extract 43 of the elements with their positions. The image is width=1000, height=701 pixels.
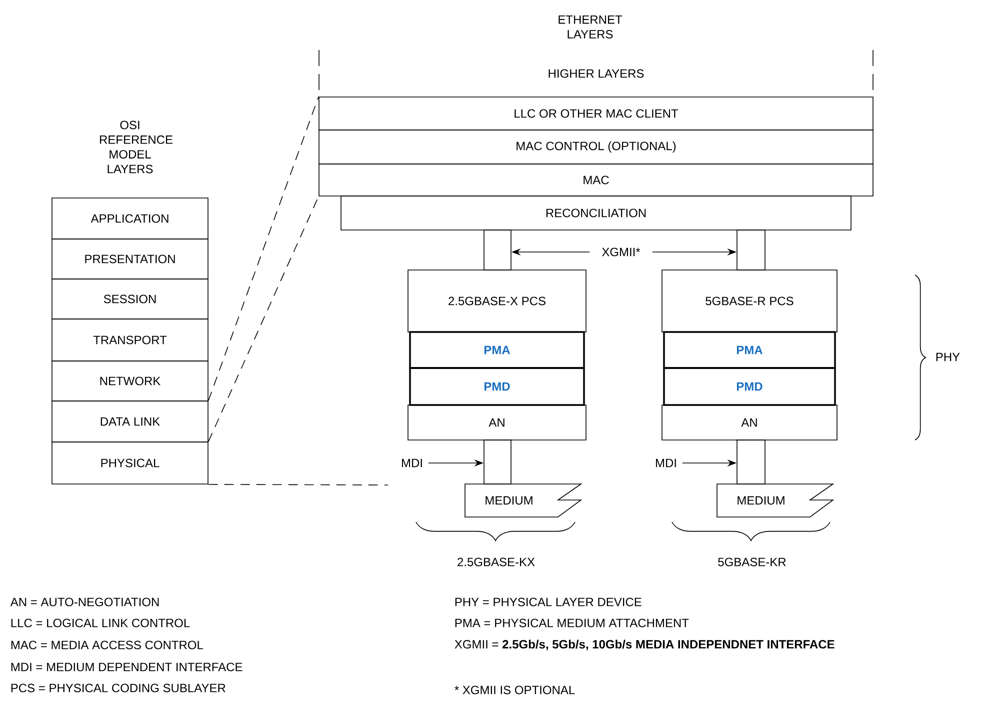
layer-box: AN [662,404,838,440]
layer-box: RECONCILIATION [340,196,852,230]
channel-bar [736,230,766,270]
legend-text: MDI = MEDIUM DEPENDENT INTERFACE [11,662,242,672]
legend-text: PMA = PHYSICAL MEDIUM ATTACHMENT [455,618,689,628]
channel-bar [484,440,512,484]
layer-box: NETWORK [52,360,208,402]
legend-text: LLC = LOGICAL LINK CONTROL [11,618,190,628]
legend-text: PCS = PHYSICAL CODING SUBLAYER [11,684,226,692]
heading: ETHERNET LAYERS [558,15,622,39]
heading: OSI REFERENCE MODEL LAYERS [100,120,172,174]
channel-bar [736,440,766,484]
brace-label: 5GBASE-KR [718,558,786,566]
layer-box: LLC OR OTHER MAC CLIENT [318,96,874,130]
layer-box: APPLICATION [52,198,208,240]
legend-text: PHY = PHYSICAL LAYER DEVICE [455,598,642,606]
layer-box: PMA [663,331,836,369]
layer-box: SESSION [52,278,208,320]
layer-box: PRESENTATION [52,238,208,280]
legend-text: MAC = MEDIA ACCESS CONTROL [11,640,204,650]
legend-text: AN = AUTO-NEGOTIATION [10,598,159,606]
brace-label: PHY [936,352,960,362]
interface-label: MDI [402,458,422,468]
channel-bar [484,230,512,270]
layer-box: 5GBASE-R PCS [662,270,838,332]
interface-label: XGMII* [602,248,640,256]
mapping-line [208,484,388,486]
layer-box: MAC [318,164,874,196]
layer-box: DATA LINK [52,400,208,442]
mapping-line [208,96,319,401]
layer-box: PMD [663,367,836,406]
layer-box: PHYSICAL [52,442,208,484]
interface-label: MDI [656,458,676,468]
layer-box: AN [408,404,586,440]
layer-box: MAC CONTROL (OPTIONAL) [318,130,874,164]
layer-box: PMD [409,367,585,406]
brace-label: 2.5GBASE-KX [458,558,535,566]
layer-box: 2.5GBASE-X PCS [408,270,586,332]
layer-band: HIGHER LAYERS [318,50,874,98]
legend-text: * XGMII IS OPTIONAL [454,686,575,694]
legend-text: XGMII = 2.5Gb/s, 5Gb/s, 10Gb/s MEDIA INDEPENDNET INTERFACE [454,640,834,650]
layer-box: PMA [409,331,585,369]
layer-box: TRANSPORT [52,318,208,362]
